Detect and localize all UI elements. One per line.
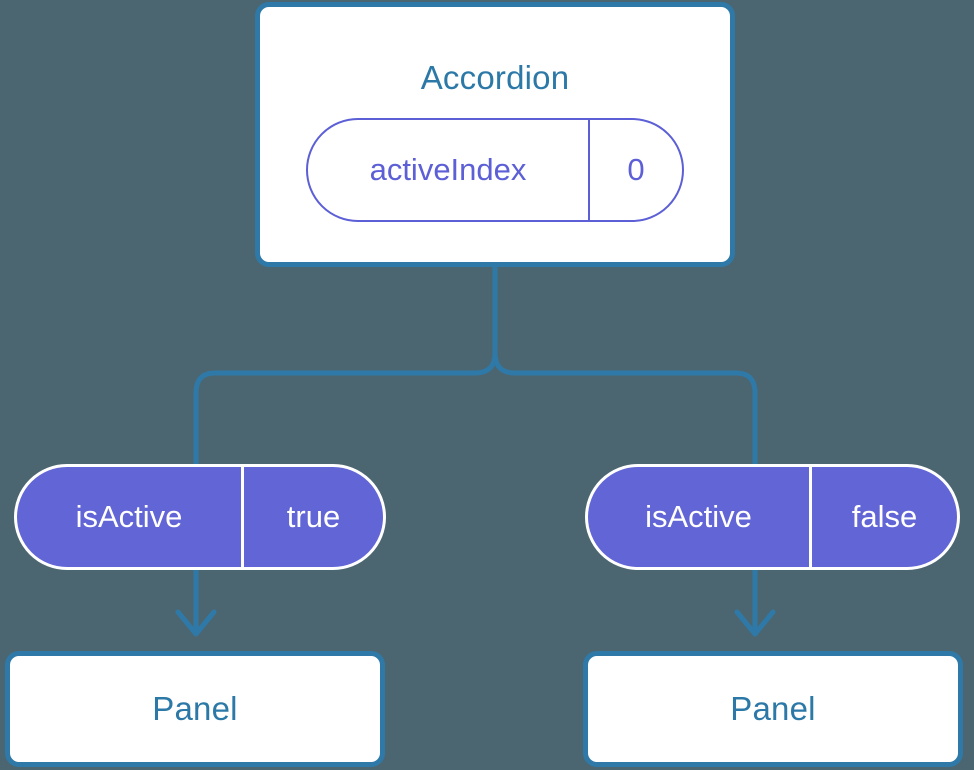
arrow-left-head	[175, 609, 217, 637]
prop-pill-activeindex[interactable]: activeIndex 0	[306, 118, 684, 222]
prop-key-isactive-left: isActive	[17, 467, 244, 567]
edge-root-to-branches	[193, 264, 498, 469]
component-title-accordion: Accordion	[420, 59, 570, 96]
arrow-right-head	[734, 609, 776, 637]
prop-value-isactive-left: true	[286, 499, 341, 534]
prop-key-activeindex: activeIndex	[308, 120, 590, 220]
component-card-panel-right[interactable]: Panel	[583, 651, 963, 767]
prop-key-isactive-right: isActive	[588, 467, 812, 567]
prop-pill-isactive-false[interactable]: isActive false	[585, 464, 960, 570]
prop-value-isactive-right: false	[851, 499, 918, 534]
prop-value-activeindex: 0	[627, 152, 645, 187]
edge-root-to-branches-right	[492, 350, 758, 469]
prop-pill-isactive-true[interactable]: isActive true	[14, 464, 386, 570]
component-title-panel-left: Panel	[152, 690, 238, 727]
component-card-panel-left[interactable]: Panel	[5, 651, 385, 767]
component-title-panel-right: Panel	[730, 690, 816, 727]
